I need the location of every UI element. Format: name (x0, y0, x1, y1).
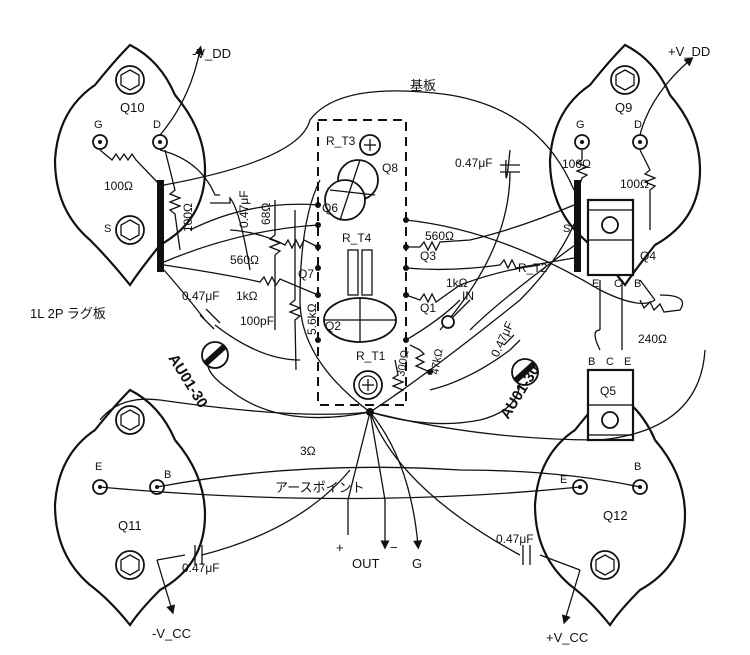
diode-left-icon (201, 341, 229, 369)
output-ground-label: G (412, 556, 422, 571)
mounting-hole-icon (115, 215, 145, 245)
r560-left-label: 560Ω (230, 253, 259, 267)
q11-label: Q11 (118, 518, 142, 533)
pin-d-label: D (153, 119, 161, 131)
pin-b-label: B (634, 461, 641, 473)
screw-icon (359, 134, 381, 156)
q9-label: Q9 (615, 100, 632, 115)
q2-q1-pair (323, 297, 397, 343)
q6-label: Q6 (322, 201, 338, 215)
r100-q9-right-label: 100Ω (620, 177, 649, 191)
q1-label: Q1 (420, 301, 436, 315)
pin-s-label: S (563, 223, 570, 235)
pos-vcc-label: +V_CC (546, 630, 588, 645)
q5-label: Q5 (600, 384, 616, 398)
q3-label: Q3 (420, 249, 436, 263)
q12-label: Q12 (603, 508, 628, 523)
rt1-label: R_T1 (356, 349, 386, 363)
c047-mid-right-label: 0.47μF (488, 319, 517, 359)
r300-label: 300Ω (395, 349, 411, 377)
pos-vdd-label: +V_DD (668, 44, 710, 59)
mounting-hole-icon (590, 550, 620, 580)
board-label: 基板 (410, 78, 436, 93)
wiring (99, 45, 706, 625)
pin-b-label: B (634, 278, 641, 290)
q7-label: Q7 (298, 267, 314, 281)
c047-top-right-label: 0.47μF (455, 156, 493, 170)
lug-strip-right (574, 180, 581, 272)
pin-e-label: E (592, 278, 599, 290)
q4-label: Q4 (640, 249, 656, 263)
pin-s-label: S (104, 223, 111, 235)
pin-e-label: E (95, 461, 102, 473)
q7-q3-pair (347, 249, 373, 296)
mounting-hole-icon (115, 65, 145, 95)
r5k6-label: 5.6kΩ (305, 303, 319, 335)
q8-label: Q8 (382, 161, 398, 175)
mounting-hole-icon (610, 65, 640, 95)
q8-q6-pair (324, 159, 379, 221)
pin-c-label: C (614, 278, 622, 290)
c047-bottom-right-label: 0.47μF (496, 532, 534, 546)
diode-right-icon (511, 358, 539, 386)
pin-b-label: B (164, 469, 171, 481)
r1k-left-label: 1kΩ (236, 289, 258, 303)
pin-b-label: B (588, 356, 595, 368)
neg-vdd-label: -V_DD (192, 46, 231, 61)
earth-point-label: アースポイント (275, 480, 365, 495)
q10-label: Q10 (120, 100, 145, 115)
pin-g-label: G (94, 119, 103, 131)
q2-label: Q2 (325, 319, 341, 333)
board-outline (317, 119, 407, 406)
output-minus-label: − (390, 540, 398, 555)
lug-strip-left (157, 180, 164, 272)
pin-e-label: E (560, 474, 567, 486)
input-jack-icon (441, 299, 471, 329)
r68-label: 68Ω (259, 203, 273, 225)
r1k-right-label: 1kΩ (446, 276, 468, 290)
output-out-label: OUT (352, 556, 380, 571)
mounting-hole-icon (115, 550, 145, 580)
r3-label: 3Ω (300, 444, 316, 458)
c047-mid-left-label: 0.47μF (182, 289, 220, 303)
input-label: IN (462, 289, 474, 303)
neg-vcc-label: -V_CC (152, 626, 191, 641)
r100-q10-vert-label: 100Ω (181, 203, 195, 232)
screw-icon (353, 370, 383, 400)
pin-e-label: E (624, 356, 631, 368)
q11-package (53, 388, 207, 627)
lug-label: 1L 2P ラグ板 (30, 306, 106, 321)
q12-package (533, 388, 687, 627)
c047-top-left-label: 0.47μF (237, 190, 251, 228)
r100-q10-label: 100Ω (104, 179, 133, 193)
mounting-hole-icon (115, 405, 145, 435)
q5-package (586, 368, 635, 442)
rt2-label: R_T2 (518, 261, 548, 275)
pin-c-label: C (606, 356, 614, 368)
pin-d-label: D (634, 119, 642, 131)
rt3-label: R_T3 (326, 134, 356, 148)
r100-q9-label: 100Ω (562, 157, 591, 171)
c047-bottom-left-label: 0.47μF (182, 561, 220, 575)
r240-label: 240Ω (638, 332, 667, 346)
r560-right-label: 560Ω (425, 229, 454, 243)
q4-package (586, 198, 635, 277)
r47k-label: 47kΩ (429, 348, 445, 376)
pin-g-label: G (576, 119, 585, 131)
rt4-label: R_T4 (342, 231, 372, 245)
output-plus-label: + (336, 540, 344, 555)
q10-package (53, 43, 207, 287)
c100p-label: 100pF (240, 314, 274, 328)
